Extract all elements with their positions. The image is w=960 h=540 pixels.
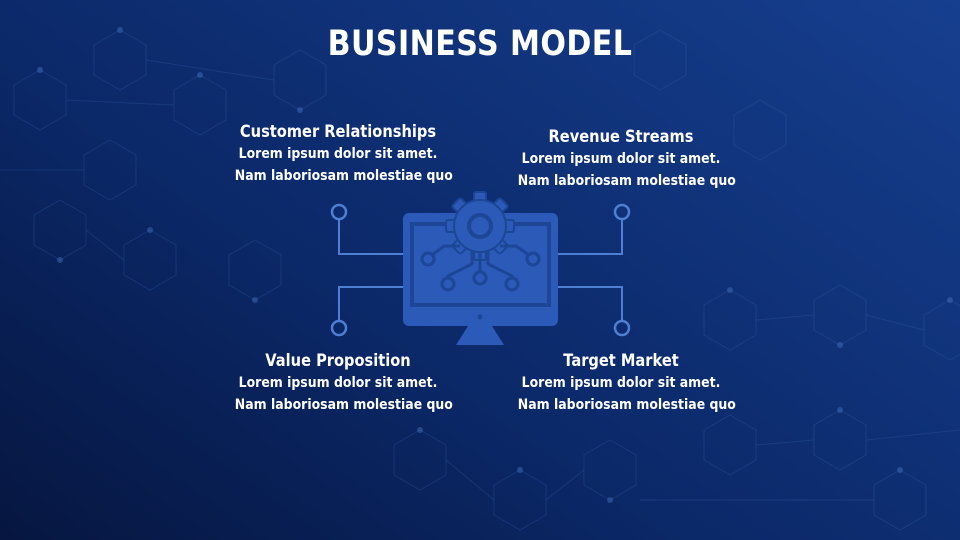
block-text-line: Lorem ipsum dolor sit amet. [238, 146, 438, 162]
block-heading: Target Market [563, 351, 679, 371]
block-value-proposition: Value Proposition Lorem ipsum dolor sit … [218, 350, 458, 416]
circuit-nodes [420, 251, 541, 292]
block-text-line: Nam laboriosam molestiae quo [234, 168, 453, 184]
block-target-market: Target Market Lorem ipsum dolor sit amet… [501, 350, 741, 416]
block-text-line: Nam laboriosam molestiae quo [234, 397, 453, 413]
gear-icon [445, 191, 515, 261]
connector-end-circles [330, 203, 631, 337]
block-heading: Value Proposition [265, 351, 411, 371]
block-text-line: Nam laboriosam molestiae quo [517, 173, 736, 189]
block-text-line: Lorem ipsum dolor sit amet. [238, 375, 438, 391]
computer-gear-circuit-icon [330, 191, 631, 345]
block-heading: Customer Relationships [239, 122, 437, 142]
block-customer-relationships: Customer Relationships Lorem ipsum dolor… [218, 121, 458, 187]
block-text-line: Nam laboriosam molestiae quo [517, 397, 736, 413]
block-heading: Revenue Streams [548, 127, 694, 147]
connector-lines [338, 219, 623, 321]
slide-title: BUSINESS MODEL [327, 24, 633, 64]
block-text-line: Lorem ipsum dolor sit amet. [521, 151, 721, 167]
block-text-line: Lorem ipsum dolor sit amet. [521, 375, 721, 391]
block-revenue-streams: Revenue Streams Lorem ipsum dolor sit am… [501, 126, 741, 192]
